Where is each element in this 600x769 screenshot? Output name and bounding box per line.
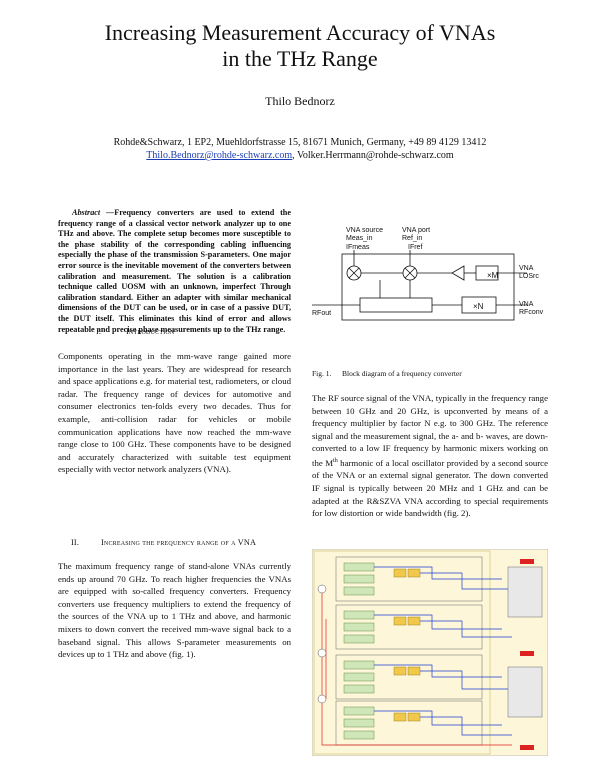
- section-1-number: I.: [96, 327, 102, 336]
- fig2-block: [343, 622, 375, 632]
- fig1-label-vna-1: VNA: [519, 265, 534, 272]
- fig2-block: [343, 730, 375, 740]
- fig2-block: [343, 574, 375, 584]
- fig2-block: [343, 706, 375, 716]
- section-2-title: Increasing the frequency range of a VNA: [101, 538, 257, 547]
- right-column-paragraph: The RF source signal of the VNA, typical…: [312, 392, 548, 520]
- title-line-1: Increasing Measurement Accuracy of VNAs: [104, 20, 496, 45]
- fig2-module-2: [335, 604, 483, 650]
- affiliation-text: Rohde&Schwarz, 1 EP2, Muehldorfstrasse 1…: [113, 137, 487, 148]
- fig1-label-meas-in: Meas_in: [346, 235, 373, 242]
- title-line-2: in the THz Range: [222, 46, 378, 71]
- fig1-label-ref-in: Ref_in: [402, 235, 422, 242]
- section-1-title: Introduction: [126, 327, 175, 336]
- fig1-label-losrc: LOSrc: [519, 273, 539, 280]
- fig1-label-rfconv: RFconv: [519, 309, 544, 316]
- fig2-block: [343, 684, 375, 694]
- author-name: Thilo Bednorz: [265, 94, 335, 108]
- email-link-1[interactable]: Thilo.Bednorz@rohde-schwarz.com: [146, 150, 293, 161]
- figure-1-caption-text: Block diagram of a frequency converter: [342, 369, 462, 378]
- right-paragraph-superscript: th: [333, 457, 338, 464]
- email-separator: ,: [292, 150, 297, 161]
- section-2-body: The maximum frequency range of stand-alo…: [58, 561, 291, 660]
- abstract-label: Abstract: [72, 208, 101, 217]
- email-2: Volker.Herrmann@rohde-schwarz.com: [296, 150, 454, 161]
- figure-1-block-diagram: VNA source Meas_in IFmeas VNA port Ref_i…: [312, 227, 544, 321]
- fig2-block: [343, 586, 375, 596]
- figure-2-schematic: [312, 549, 548, 756]
- email-line: Thilo.Bednorz@rohde-schwarz.com, Volker.…: [0, 149, 600, 162]
- fig1-label-ifmeas: IFmeas: [346, 244, 370, 251]
- fig1-label-vna-source: VNA source: [346, 227, 383, 234]
- fig2-block: [343, 562, 375, 572]
- fig2-source-icon: [317, 584, 327, 594]
- fig2-converter-1: [507, 566, 543, 618]
- abstract: Abstract —Frequency converters are used …: [58, 208, 291, 335]
- fig2-block: [343, 634, 375, 644]
- paper-title: Increasing Measurement Accuracy of VNAs …: [0, 20, 600, 72]
- fig1-label-xn: ×N: [473, 302, 484, 311]
- fig2-red-line: [321, 589, 512, 746]
- fig1-converter-box: [341, 253, 515, 321]
- abstract-text: Frequency converters are used to extend …: [58, 208, 291, 334]
- fig2-channel-group: [343, 562, 375, 740]
- figure-1-number: Fig. 1.: [312, 369, 332, 378]
- fig2-block: [343, 610, 375, 620]
- fig1-label-rfout: RFout: [312, 310, 331, 317]
- fig2-converter-2: [507, 666, 543, 718]
- affiliation-block: Rohde&Schwarz, 1 EP2, Muehldorfstrasse 1…: [0, 136, 600, 162]
- fig2-block: [343, 660, 375, 670]
- right-paragraph-part-2: harmonic of a local oscillator provided …: [312, 457, 548, 519]
- fig2-vna-frame: [313, 550, 491, 755]
- fig1-coupler: [359, 297, 433, 313]
- fig2-block: [343, 672, 375, 682]
- abstract-dash: —: [106, 208, 115, 217]
- fig2-source-icon: [317, 694, 327, 704]
- fig1-label-ifref: IFref: [408, 244, 422, 251]
- figure-1-caption: Fig. 1. Block diagram of a frequency conv…: [312, 369, 462, 378]
- fig1-amplifier-icon: [451, 265, 465, 281]
- right-paragraph-part-1: The RF source signal of the VNA, typical…: [312, 393, 548, 468]
- section-1-body: Components operating in the mm-wave rang…: [58, 351, 291, 475]
- fig1-label-vna-port: VNA port: [402, 227, 430, 234]
- section-2-heading: II. Increasing the frequency range of a V…: [71, 538, 256, 547]
- fig2-source-icon: [317, 648, 327, 658]
- section-1-heading: I. Introduction: [96, 327, 174, 336]
- fig2-block: [343, 718, 375, 728]
- fig1-label-xm: ×M: [487, 271, 499, 280]
- section-2-number: II.: [71, 538, 80, 547]
- fig1-label-vna-2: VNA: [519, 301, 534, 308]
